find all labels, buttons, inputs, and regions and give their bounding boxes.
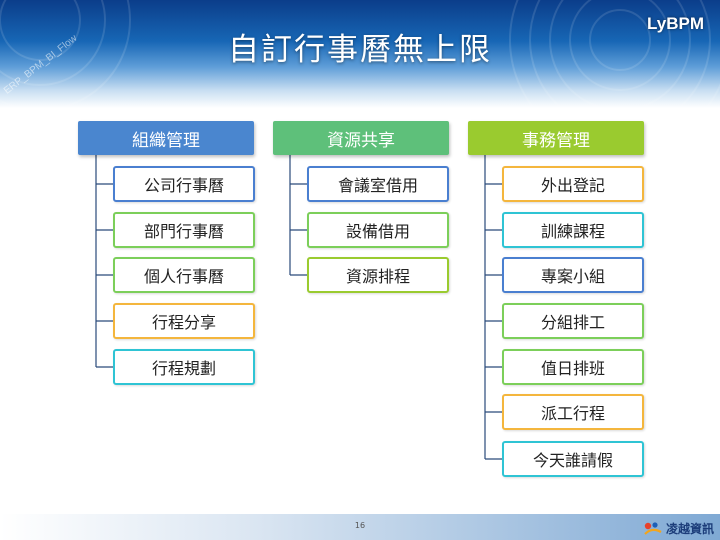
resource-item-equipment[interactable]: 設備借用 xyxy=(307,212,449,248)
org-item-personal-calendar[interactable]: 個人行事曆 xyxy=(113,257,255,293)
company-logo: 凌越資訊 xyxy=(643,520,714,537)
affairs-item-project-team[interactable]: 專案小組 xyxy=(502,257,644,293)
column-header-org: 組織管理 xyxy=(78,121,254,155)
affairs-item-outing-registration[interactable]: 外出登記 xyxy=(502,166,644,202)
org-item-department-calendar[interactable]: 部門行事曆 xyxy=(113,212,255,248)
org-item-schedule-sharing[interactable]: 行程分享 xyxy=(113,303,255,339)
affairs-item-duty-roster[interactable]: 值日排班 xyxy=(502,349,644,385)
brand-logo-text: LyBPM xyxy=(647,14,704,33)
org-item-company-calendar[interactable]: 公司行事曆 xyxy=(113,166,255,202)
page-number: 16 xyxy=(354,521,366,530)
affairs-item-dispatch-schedule[interactable]: 派工行程 xyxy=(502,394,644,430)
slide-footer-bar xyxy=(0,514,720,540)
maze-pattern-decoration xyxy=(0,0,720,108)
org-item-schedule-planning[interactable]: 行程規劃 xyxy=(113,349,255,385)
resource-item-scheduling[interactable]: 資源排程 xyxy=(307,257,449,293)
resource-item-meeting-room[interactable]: 會議室借用 xyxy=(307,166,449,202)
affairs-item-training-courses[interactable]: 訓練課程 xyxy=(502,212,644,248)
company-name: 凌越資訊 xyxy=(665,522,714,536)
slide-header-banner: ERP_BPM_BI_Flow 自訂行事曆無上限 LyBPM xyxy=(0,0,720,108)
slide-title: 自訂行事曆無上限 xyxy=(228,32,492,68)
company-logo-icon xyxy=(644,521,662,535)
affairs-item-group-dispatch[interactable]: 分組排工 xyxy=(502,303,644,339)
affairs-item-who-is-on-leave[interactable]: 今天誰請假 xyxy=(502,441,644,477)
column-header-resource: 資源共享 xyxy=(273,121,449,155)
column-header-affairs: 事務管理 xyxy=(468,121,644,155)
